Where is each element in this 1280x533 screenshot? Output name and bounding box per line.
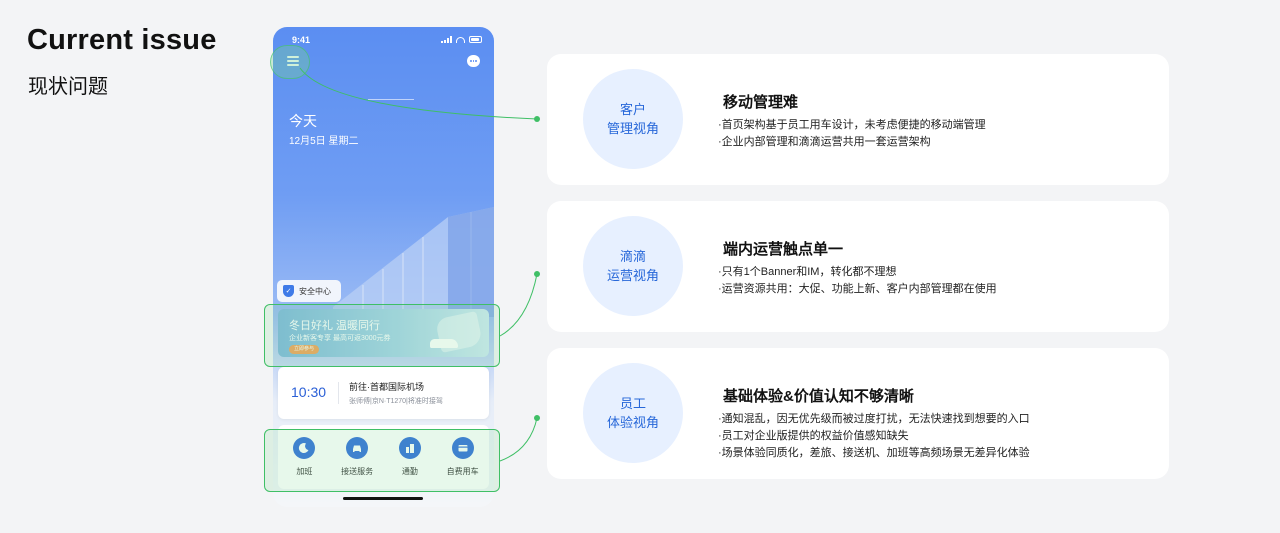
building-illustration — [333, 207, 494, 317]
trip-card[interactable]: 10:30 前往·首都国际机场 张师傅|京N·T1270|将准时接驾 — [278, 367, 489, 419]
badge-line: 管理视角 — [606, 121, 659, 136]
safety-center-button[interactable]: ✓ 安全中心 — [277, 280, 341, 302]
bullet-item: ·运营资源共用：大促、功能上新、客户内部管理都在使用 — [718, 283, 997, 295]
trip-driver-info: 张师傅|京N·T1270|将准时接驾 — [349, 398, 443, 405]
service-label: 加班 — [296, 467, 313, 476]
service-label: 接送服务 — [341, 467, 374, 476]
card-bullets: ·只有1个Banner和IM，转化都不理想 ·运营资源共用：大促、功能上新、客户… — [718, 264, 997, 298]
badge-line: 员工 — [619, 396, 646, 411]
issue-card-operations: 滴滴 运营视角 端内运营触点单一 ·只有1个Banner和IM，转化都不理想 ·… — [547, 201, 1169, 332]
home-indicator — [343, 497, 423, 500]
today-label: 今天 — [289, 113, 317, 129]
promo-banner[interactable]: 冬日好礼 温暖同行 企业新客专享 最高可返3000元券 立即参与 — [278, 309, 489, 357]
trip-destination: 前往·首都国际机场 — [349, 382, 424, 392]
service-label: 自费用车 — [446, 467, 479, 476]
status-time: 9:41 — [292, 35, 311, 45]
building-icon — [398, 437, 421, 459]
badge-line: 体验视角 — [606, 415, 659, 430]
bullet-item: ·只有1个Banner和IM，转化都不理想 — [718, 266, 897, 278]
safety-center-label: 安全中心 — [299, 286, 331, 296]
divider — [338, 382, 339, 404]
service-overtime[interactable]: 加班 — [279, 437, 329, 477]
badge-line: 客户 — [619, 102, 646, 117]
badge-line: 滴滴 — [619, 249, 646, 264]
bullet-item: ·场景体验同质化，差旅、接送机、加班等高频场景无差异化体验 — [718, 447, 1030, 459]
card-title: 移动管理难 — [723, 94, 799, 111]
banner-highlight — [264, 304, 500, 367]
badge-line: 运营视角 — [606, 268, 659, 283]
status-icons — [441, 36, 482, 43]
shield-icon: ✓ — [283, 285, 294, 297]
date-label: 12月5日 星期二 — [289, 136, 359, 147]
car-icon — [346, 437, 369, 459]
banner-title: 冬日好礼 温暖同行 — [289, 320, 381, 332]
menu-highlight — [270, 45, 310, 79]
battery-icon — [469, 36, 482, 43]
bullet-item: ·企业内部管理和滴滴运营共用一套运营架构 — [718, 136, 931, 148]
bullet-item: ·通知混乱，因无优先级而被过度打扰，无法快速找到想要的入口 — [718, 413, 1030, 425]
wallet-icon — [451, 437, 474, 459]
page-subtitle: 现状问题 — [28, 76, 108, 98]
service-pickup[interactable]: 接送服务 — [332, 437, 382, 477]
perspective-badge: 员工 体验视角 — [583, 363, 683, 463]
moon-icon — [293, 437, 316, 459]
service-label: 通勤 — [401, 467, 418, 476]
card-title: 端内运营触点单一 — [723, 241, 844, 258]
bullet-item: ·首页架构基于员工用车设计，未考虑便捷的移动端管理 — [718, 119, 986, 131]
service-self-pay[interactable]: 自费用车 — [438, 437, 488, 477]
chat-icon[interactable] — [467, 55, 480, 67]
divider — [368, 99, 414, 100]
bullet-item: ·员工对企业版提供的权益价值感知缺失 — [718, 430, 909, 442]
service-commute[interactable]: 通勤 — [385, 437, 435, 477]
service-shortcuts: 加班 接送服务 通勤 自费用车 — [278, 437, 489, 477]
issue-card-employee: 员工 体验视角 基础体验&价值认知不够清晰 ·通知混乱，因无优先级而被过度打扰，… — [547, 348, 1169, 479]
trip-time: 10:30 — [291, 384, 327, 400]
banner-join-button[interactable]: 立即参与 — [289, 345, 320, 354]
car-illustration — [430, 339, 458, 348]
services-panel — [278, 425, 489, 489]
signal-icon — [441, 36, 452, 43]
services-highlight — [264, 429, 500, 492]
perspective-badge: 客户 管理视角 — [583, 69, 683, 169]
banner-subtitle: 企业新客专享 最高可返3000元券 — [289, 335, 391, 342]
issue-card-client: 客户 管理视角 移动管理难 ·首页架构基于员工用车设计，未考虑便捷的移动端管理 … — [547, 54, 1169, 185]
card-bullets: ·首页架构基于员工用车设计，未考虑便捷的移动端管理 ·企业内部管理和滴滴运营共用… — [718, 117, 986, 151]
card-bullets: ·通知混乱，因无优先级而被过度打扰，无法快速找到想要的入口 ·员工对企业版提供的… — [718, 411, 1030, 462]
page-title: Current issue — [27, 24, 217, 56]
card-title: 基础体验&价值认知不够清晰 — [723, 388, 914, 405]
wifi-icon — [456, 36, 465, 43]
perspective-badge: 滴滴 运营视角 — [583, 216, 683, 316]
